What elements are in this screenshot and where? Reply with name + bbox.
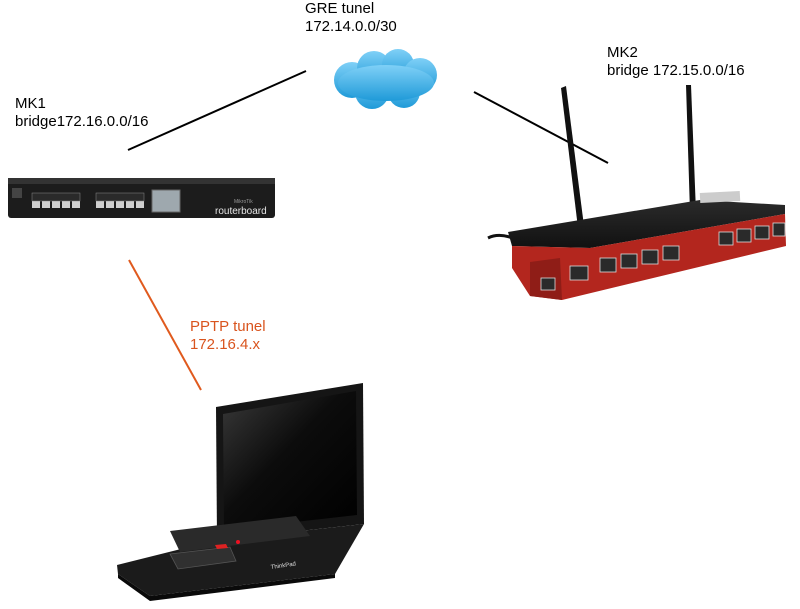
- mk1-bridge: bridge172.16.0.0/16: [15, 113, 149, 130]
- mk2-bridge: bridge 172.15.0.0/16: [607, 62, 745, 79]
- mk1-small-mark: MikroTik: [234, 199, 253, 205]
- mk1-title: MK1: [15, 95, 46, 112]
- gre-tunnel-title: GRE tunel: [305, 0, 375, 17]
- link-cloud-mk2: [473, 91, 609, 164]
- mk1-router-icon: routerboard MikroTik: [8, 178, 275, 218]
- gre-tunnel-label: GRE tunel 172.14.0.0/30: [305, 0, 397, 36]
- link-pptp-mk1-laptop: [128, 259, 202, 391]
- laptop-icon: ThinkPad: [117, 383, 364, 601]
- gre-tunnel-subnet: 172.14.0.0/30: [305, 18, 397, 35]
- pptp-tunnel-title: PPTP tunel: [190, 318, 266, 335]
- link-mk1-cloud: [127, 70, 307, 151]
- pptp-tunnel-subnet: 172.16.4.x: [190, 336, 261, 353]
- mk2-label: MK2 bridge 172.15.0.0/16: [607, 44, 745, 80]
- pptp-tunnel-label: PPTP tunel 172.16.4.x: [190, 318, 266, 354]
- mk1-label: MK1 bridge172.16.0.0/16: [15, 95, 148, 131]
- mk1-brand-label: routerboard: [215, 206, 267, 217]
- mk2-router-icon: [487, 85, 786, 300]
- laptop-brand-label: ThinkPad: [270, 562, 296, 571]
- cloud-icon: [334, 49, 437, 109]
- mk2-title: MK2: [607, 44, 638, 61]
